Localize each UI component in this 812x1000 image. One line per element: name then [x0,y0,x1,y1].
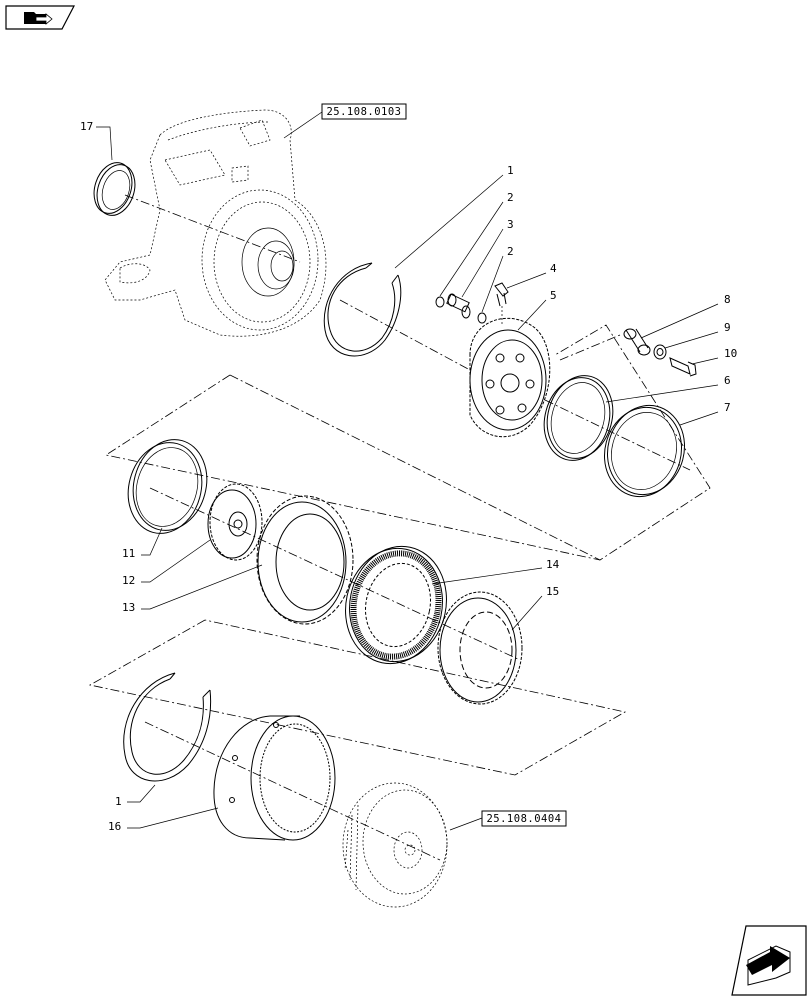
ref-label-bottom: 25.108.0404 [486,813,561,825]
group-boundary-lower [88,619,627,776]
group-boundary-upper [104,324,711,561]
part-14-friction-disc [345,545,447,665]
callout-3: 3 [507,218,514,231]
ref-box-top[interactable]: 25.108.0103 [283,103,407,139]
callout-9: 9 [724,321,731,334]
callout-1-lower: 1 [115,795,122,808]
part-8-spacer [623,328,651,356]
callout-12: 12 [122,574,135,587]
steering-knuckle [104,109,327,337]
part-11-ring [127,439,208,534]
callout-7: 7 [724,401,731,414]
callout-8: 8 [724,293,731,306]
part-3-pin [435,293,487,324]
callout-4: 4 [550,262,557,275]
callout-1-top: 1 [507,164,514,177]
callout-10: 10 [724,347,737,360]
callout-14: 14 [546,558,560,571]
ref-label-top: 25.108.0103 [326,106,401,118]
part-16-ring-gear [213,715,336,841]
part-9-washer [653,344,667,360]
part-10-bolt [669,357,697,377]
folder-arrow-icon [24,12,53,25]
callout-11: 11 [122,547,135,560]
callout-2-bottom: 2 [507,245,514,258]
page-arrow-icon [746,945,791,986]
callout-16: 16 [108,820,121,833]
callout-6: 6 [724,374,731,387]
next-page-button[interactable] [731,925,807,996]
callout-5: 5 [550,289,557,302]
callout-2-top: 2 [507,191,514,204]
part-5-gear [469,317,551,438]
axis-lines [124,194,691,861]
part-17-ring [93,162,136,216]
part-15-gear [437,591,523,705]
callouts: 17 1 2 3 2 4 5 8 9 10 6 7 11 [80,120,737,833]
callout-13: 13 [122,601,135,614]
part-1-snap-ring [323,262,402,357]
part-1-snap-ring-lower [123,672,212,782]
part-13-gear [256,495,354,625]
part-12-gear [207,483,263,561]
prev-page-button[interactable] [5,5,75,30]
part-6-ring [543,375,614,461]
brake-hub-assembly [342,782,448,908]
callout-17: 17 [80,120,93,133]
callout-15: 15 [546,585,559,598]
part-7-ring [603,404,686,498]
ref-box-bottom[interactable]: 25.108.0404 [449,810,567,831]
part-4-grease-fitting [494,282,509,326]
